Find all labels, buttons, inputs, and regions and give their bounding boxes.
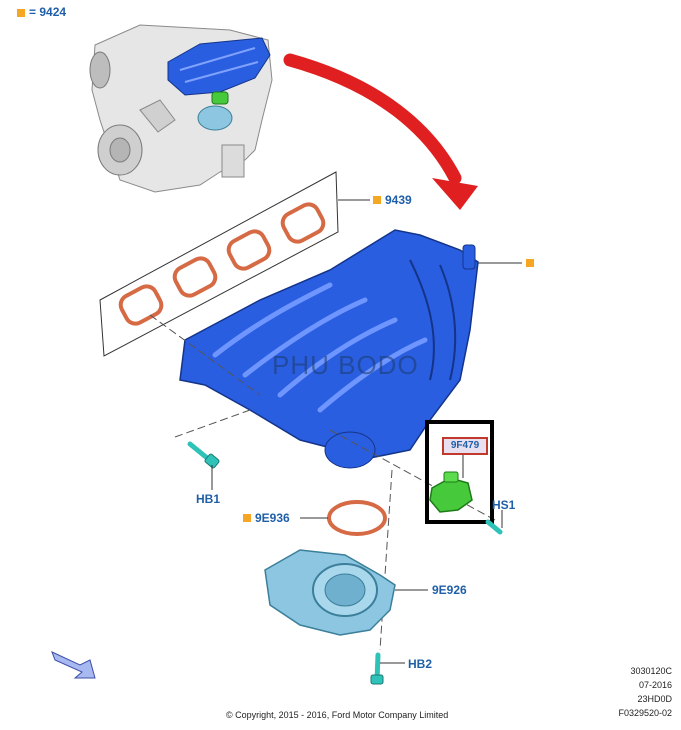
map-sensor <box>429 451 473 513</box>
callout-bolt-hs1[interactable]: HS1 <box>492 498 516 512</box>
callout-gasket[interactable]: 9439 <box>385 193 412 207</box>
callout-part-number: 9424 <box>39 5 67 19</box>
callout-square-icon <box>17 9 25 17</box>
meta-line: 07-2016 <box>638 680 672 690</box>
bolt-hb2 <box>370 652 405 685</box>
callout-square-icon <box>243 514 251 522</box>
bolt-hs1 <box>485 510 503 535</box>
throttle-gasket <box>300 500 387 536</box>
engine-illustration <box>89 24 273 193</box>
manifold-gasket <box>99 171 370 357</box>
throttle-body <box>264 549 428 636</box>
meta-line: 23HD0D <box>637 694 672 704</box>
red-direction-arrow <box>283 53 478 210</box>
callout-bolt-hb2[interactable]: HB2 <box>408 657 433 671</box>
callout-square-icon <box>526 259 534 267</box>
intake-manifold <box>179 229 522 469</box>
callout-bolt-hb1[interactable]: HB1 <box>196 492 221 506</box>
alignment-lines <box>149 314 496 651</box>
callout-square-icon <box>373 196 381 204</box>
drawing-metadata: 3030120C 07-2016 23HD0D F0329520-02 <box>618 664 672 720</box>
callout-sensor[interactable]: 9F479 <box>442 437 488 455</box>
meta-line: 3030120C <box>630 666 672 676</box>
callout-throttle-gasket[interactable]: 9E936 <box>255 511 290 525</box>
callout-throttle-body[interactable]: 9E926 <box>432 583 467 597</box>
copyright-text: © Copyright, 2015 - 2016, Ford Motor Com… <box>226 710 449 720</box>
callout-symbol: = <box>29 5 37 19</box>
watermark: PHU BODO <box>272 350 419 380</box>
engine-callout: = 9424 <box>29 5 66 19</box>
nav-arrow-icon[interactable] <box>51 651 96 679</box>
meta-line: F0329520-02 <box>618 708 672 718</box>
bolt-hb1 <box>187 441 220 490</box>
highlight-box <box>425 420 494 524</box>
